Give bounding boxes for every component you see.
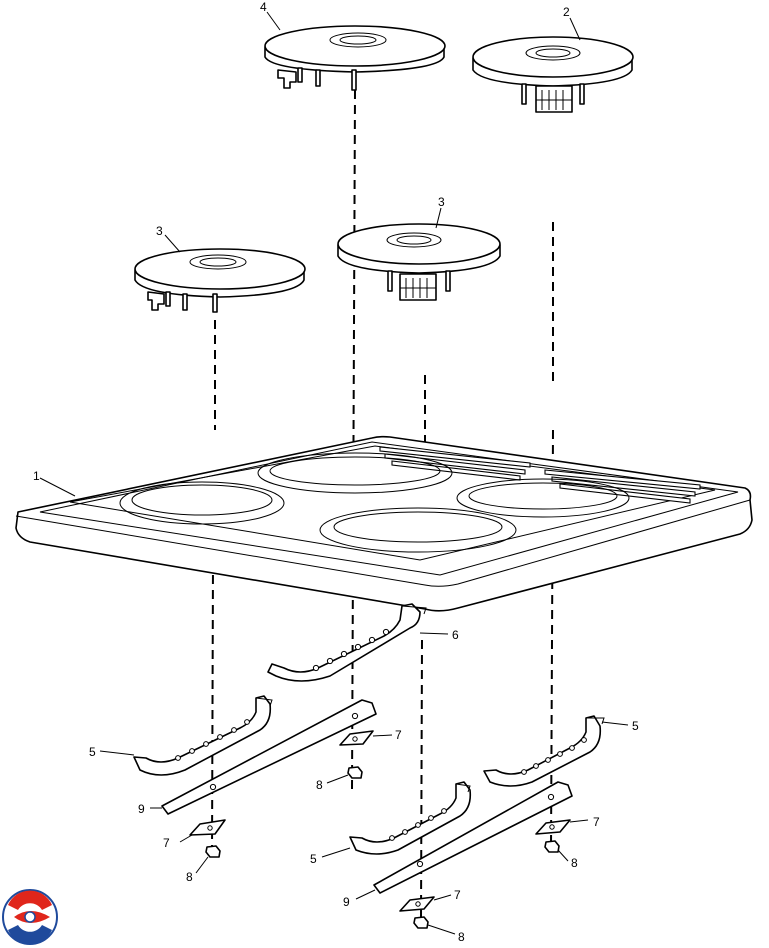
label-part-5-center: 5 bbox=[310, 852, 317, 866]
leader-lines bbox=[39, 11, 629, 935]
label-part-9-right: 9 bbox=[343, 895, 350, 909]
cooktop-openings bbox=[119, 452, 630, 553]
label-part-7-a: 7 bbox=[395, 728, 402, 742]
label-part-5-right: 5 bbox=[632, 719, 639, 733]
bracket-part-5-right bbox=[483, 715, 605, 787]
label-part-7-d: 7 bbox=[454, 888, 461, 902]
label-part-8-b: 8 bbox=[186, 870, 193, 884]
bracket-part-6 bbox=[267, 603, 427, 682]
burner-part-3-left bbox=[134, 248, 306, 313]
burner-part-2 bbox=[472, 36, 634, 113]
cooktop-vents bbox=[379, 446, 701, 504]
burner-part-3-center bbox=[337, 223, 501, 301]
label-part-2: 2 bbox=[563, 5, 570, 19]
nut-part-8-b bbox=[205, 845, 221, 858]
part-numbers: 4 2 3 3 1 6 5 9 7 8 8 7 5 7 8 5 9 7 8 bbox=[33, 0, 639, 944]
label-part-7-b: 7 bbox=[163, 836, 170, 850]
label-part-5-left: 5 bbox=[89, 745, 96, 759]
label-part-8-c: 8 bbox=[571, 856, 578, 870]
label-part-3-center: 3 bbox=[438, 195, 445, 209]
strap-part-9-right bbox=[373, 781, 573, 894]
label-part-8-a: 8 bbox=[316, 778, 323, 792]
label-part-3-left: 3 bbox=[156, 224, 163, 238]
burner-part-4 bbox=[264, 25, 446, 91]
brand-logo-icon bbox=[2, 889, 58, 945]
nut-part-8-a bbox=[347, 766, 363, 779]
bracket-part-5-left bbox=[133, 695, 273, 776]
label-part-6: 6 bbox=[452, 628, 459, 642]
cooktop-panel-part-1 bbox=[15, 435, 753, 612]
label-part-9-left: 9 bbox=[138, 802, 145, 816]
nut-part-8-c bbox=[544, 840, 560, 853]
spacer-part-7-a bbox=[339, 730, 374, 746]
bracket-part-5-center bbox=[349, 781, 472, 855]
strap-part-9-left bbox=[161, 699, 377, 815]
spacer-part-7-d bbox=[399, 896, 435, 912]
label-part-8-d: 8 bbox=[458, 930, 465, 944]
label-part-4: 4 bbox=[260, 0, 267, 14]
spacer-part-7-b bbox=[189, 819, 226, 836]
label-part-7-c: 7 bbox=[593, 815, 600, 829]
nut-part-8-d bbox=[413, 916, 429, 929]
spacer-part-7-c bbox=[535, 819, 571, 835]
label-part-1: 1 bbox=[33, 469, 40, 483]
